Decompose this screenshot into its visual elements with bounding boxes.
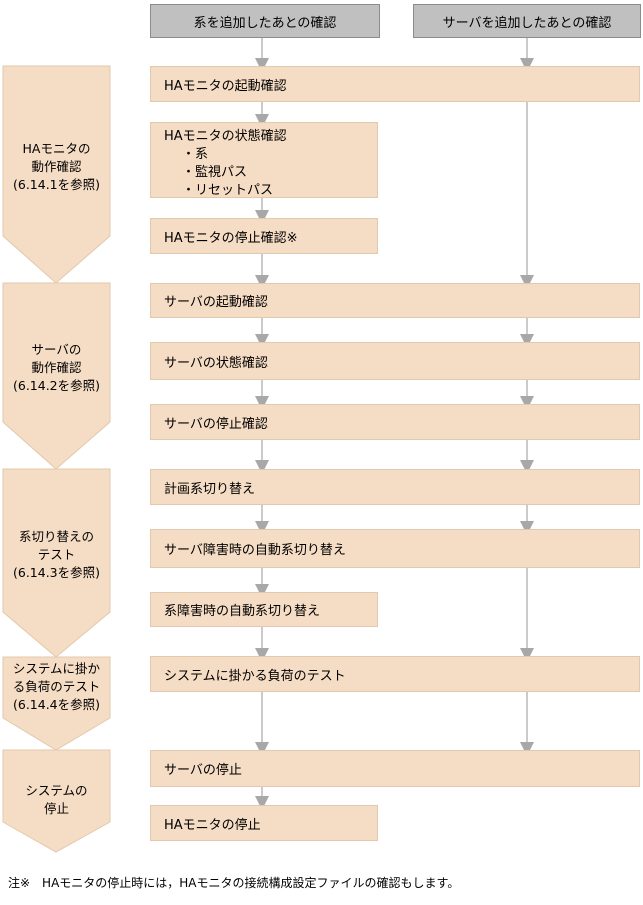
- arrowhead: [520, 648, 534, 662]
- arrowhead: [255, 58, 269, 72]
- arrowhead: [255, 648, 269, 662]
- arrowhead: [255, 275, 269, 289]
- arrowhead: [255, 396, 269, 410]
- arrowhead: [255, 521, 269, 535]
- arrowhead: [520, 275, 534, 289]
- phase-line: 動作確認: [31, 360, 82, 375]
- phase-shape: [2, 65, 111, 284]
- phase-label-system-stop: システムの 停止: [3, 782, 110, 818]
- phase-shape: [2, 282, 111, 470]
- step-ha-status-title: HAモニタの状態確認: [164, 129, 287, 144]
- phase-line: (6.14.3を参照): [12, 565, 100, 580]
- phase-line: (6.14.4を参照): [12, 697, 100, 712]
- step-load-test: システムに掛かる負荷のテスト: [150, 656, 640, 692]
- arrowhead: [255, 114, 269, 128]
- step-server-shutdown: サーバの停止: [150, 750, 640, 787]
- arrowhead: [520, 334, 534, 348]
- phase-line: 停止: [43, 801, 69, 816]
- phase-line: る負荷のテスト: [12, 679, 101, 694]
- phase-line: システムに掛か: [12, 661, 101, 676]
- phase-line: (6.14.2を参照): [12, 378, 100, 393]
- step-server-start: サーバの起動確認: [150, 283, 640, 318]
- phase-shape: [2, 468, 111, 658]
- phase-line: 動作確認: [31, 159, 82, 174]
- header-system-add: 系を追加したあとの確認: [150, 4, 380, 38]
- arrowhead: [255, 334, 269, 348]
- arrowhead: [255, 584, 269, 598]
- phase-shape: [2, 749, 111, 853]
- footnote: 注※ HAモニタの停止時には，HAモニタの接続構成設定ファイルの確認もします。: [8, 876, 460, 890]
- step-ha-status-item: ・系: [182, 147, 209, 162]
- phase-line: サーバの: [31, 342, 82, 357]
- step-planned-switch: 計画系切り替え: [150, 469, 640, 505]
- phase-label-server: サーバの 動作確認 (6.14.2を参照): [3, 341, 110, 395]
- step-server-status: サーバの状態確認: [150, 342, 640, 380]
- step-system-fault-switch: 系障害時の自動系切り替え: [150, 592, 378, 627]
- arrowhead: [520, 742, 534, 756]
- phase-line: 系切り替えの: [18, 529, 94, 544]
- phase-line: HAモニタの: [22, 141, 91, 156]
- header-server-add: サーバを追加したあとの確認: [413, 4, 641, 38]
- arrowhead: [520, 521, 534, 535]
- arrowhead: [255, 460, 269, 474]
- arrowhead: [520, 396, 534, 410]
- arrowhead: [255, 210, 269, 224]
- phase-label-load-test: システムに掛か る負荷のテスト (6.14.4を参照): [3, 660, 110, 714]
- phase-label-switch-test: 系切り替えの テスト (6.14.3を参照): [3, 528, 110, 582]
- step-ha-stop-check: HAモニタの停止確認※: [150, 218, 378, 254]
- step-ha-status-item: ・リセットパス: [182, 183, 274, 198]
- phase-line: システムの: [25, 783, 88, 798]
- arrowhead: [520, 460, 534, 474]
- step-server-fault-switch: サーバ障害時の自動系切り替え: [150, 529, 640, 568]
- step-ha-status: HAモニタの状態確認 ・系 ・監視パス ・リセットパス: [150, 122, 378, 198]
- step-ha-shutdown: HAモニタの停止: [150, 805, 378, 841]
- arrowhead: [255, 742, 269, 756]
- arrowhead: [520, 58, 534, 72]
- step-ha-status-item: ・監視パス: [182, 165, 248, 180]
- phase-label-ha-monitor: HAモニタの 動作確認 (6.14.1を参照): [3, 140, 110, 194]
- phase-line: (6.14.1を参照): [12, 177, 100, 192]
- phase-line: テスト: [37, 547, 76, 562]
- step-server-stop-check: サーバの停止確認: [150, 404, 640, 440]
- phase-shape: [2, 656, 111, 751]
- step-ha-start: HAモニタの起動確認: [150, 66, 640, 102]
- arrowhead: [255, 796, 269, 810]
